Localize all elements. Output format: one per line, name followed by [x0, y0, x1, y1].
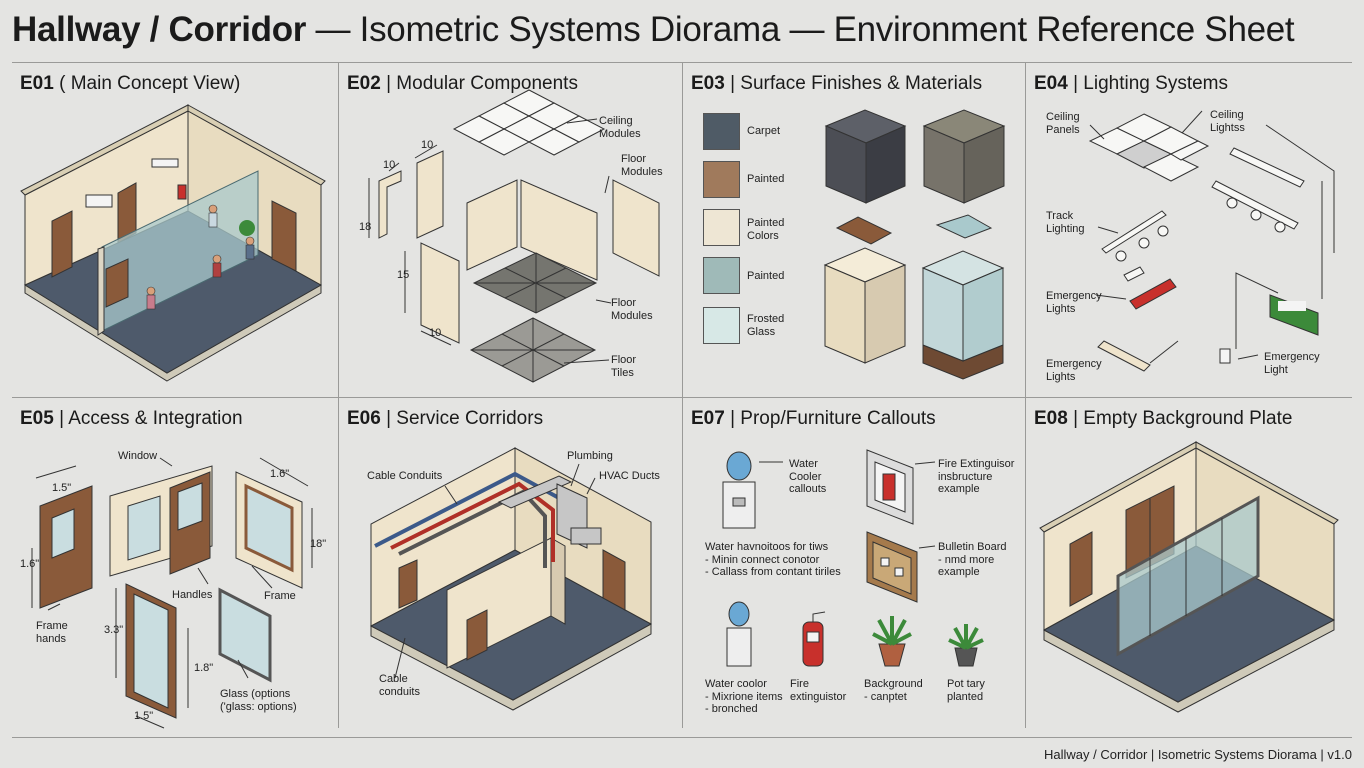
- panel-title: E03 | Surface Finishes & Materials: [691, 73, 983, 94]
- label-background: Background - canptet: [864, 678, 923, 703]
- panel-e03: E03 | Surface Finishes & Materials Carpe…: [683, 63, 1025, 397]
- label-bulletin-board: Bulletin Board - nmd more example: [938, 541, 1007, 578]
- potted-plant-icon: [872, 616, 912, 667]
- modular-components-diagram: [368, 89, 660, 383]
- dimension-label: 18": [310, 538, 327, 550]
- label-handles: Handles: [172, 589, 213, 601]
- label-frame: Frame: [264, 590, 296, 602]
- carpet-swatch: [703, 113, 740, 150]
- label-fire: Fire extinguistor: [790, 678, 847, 703]
- label-water-note: Water havnoitoos for tiws - Minin connec…: [705, 541, 841, 578]
- label-ceiling-panels: Ceiling Panels: [1046, 111, 1080, 136]
- dimension-label: 15: [397, 269, 410, 281]
- dimension-label: 1.8": [194, 662, 214, 674]
- dimension-label: 10: [421, 139, 434, 151]
- dimension-label: 18: [359, 221, 372, 233]
- fire-extinguisher-cabinet-icon: [866, 449, 914, 525]
- lighting-systems-diagram: [1088, 110, 1335, 372]
- label-cable-conduits: Cable conduits: [379, 673, 420, 698]
- label-pot: Pot tary planted: [947, 678, 985, 703]
- panel-e04: E04 | Lighting Systems Ceiling Panels Ce…: [1026, 63, 1352, 397]
- water-cooler-icon: [722, 451, 756, 529]
- divider: [12, 397, 1352, 398]
- divider: [338, 62, 339, 728]
- label-glass-options: Glass (options ('glass: options): [220, 688, 297, 713]
- divider: [12, 62, 1352, 63]
- swatch-label: Frosted Glass: [747, 313, 785, 338]
- access-integration-diagram: [31, 457, 313, 729]
- panel-e06: E06 | Service Corridors Cable Conduits P…: [339, 398, 682, 737]
- dimension-label: 10: [429, 327, 442, 339]
- label-water-coolor: Water coolor - Mixrione items - bronched: [705, 678, 783, 715]
- panel-e07: E07 | Prop/Furniture Callouts: [683, 398, 1025, 737]
- bulletin-board-icon: [866, 531, 918, 603]
- panel-e05: E05 | Access & Integration Window Handle…: [12, 398, 338, 737]
- label-ceiling-lights: Ceiling Lightss: [1210, 109, 1245, 134]
- material-cubes: [823, 109, 1006, 380]
- panel-e08: E08 | Empty Background Plate: [1026, 398, 1352, 737]
- label-ceiling-modules: Ceiling Modules: [599, 115, 641, 140]
- label-floor-tiles: Floor Tiles: [611, 354, 637, 379]
- panel-title: E06 | Service Corridors: [347, 408, 544, 429]
- swatch-label: Painted: [747, 173, 785, 185]
- swatch-label: Painted Colors: [747, 217, 785, 242]
- panel-title: E04 | Lighting Systems: [1034, 73, 1228, 94]
- main-concept-diorama: [20, 104, 326, 382]
- panel-title: E05 | Access & Integration: [20, 408, 243, 429]
- panel-title: E01 ( Main Concept View): [20, 73, 241, 94]
- label-water-cooler: Water Cooler callouts: [789, 458, 827, 495]
- swatch-label: Painted: [747, 270, 785, 282]
- divider: [12, 737, 1352, 738]
- label-track-lighting: Track Lighting: [1046, 210, 1085, 235]
- page-title: Hallway / Corridor — Isometric Systems D…: [12, 10, 1295, 49]
- panel-title: E02 | Modular Components: [347, 73, 578, 94]
- panel-e01: E01 ( Main Concept View): [12, 63, 338, 397]
- panel-e02: E02 | Modular Components Ceiling Modules…: [339, 63, 682, 397]
- panel-title: E07 | Prop/Furniture Callouts: [691, 408, 936, 429]
- label-frame-hands: Frame hands: [36, 620, 68, 645]
- label-emergency-lights: Emergency Lights: [1046, 290, 1102, 315]
- painted-swatch: [703, 257, 740, 294]
- divider: [682, 62, 683, 728]
- fire-extinguisher-icon: [802, 611, 826, 667]
- water-cooler-icon: [726, 601, 752, 667]
- panel-title: E08 | Empty Background Plate: [1034, 408, 1293, 429]
- label-plumbing: Plumbing: [567, 450, 613, 462]
- potted-plant-icon: [948, 624, 984, 667]
- prop-callouts-diagram: [722, 449, 984, 667]
- label-window: Window: [118, 450, 158, 462]
- service-corridors-diagram: [369, 447, 653, 711]
- label-hvac-ducts: HVAC Ducts: [599, 470, 660, 482]
- label-floor-modules: Floor Modules: [621, 153, 663, 178]
- label-cable-conduits: Cable Conduits: [367, 470, 443, 482]
- dimension-label: 1.6": [20, 558, 40, 570]
- empty-background-plate: [1039, 441, 1339, 713]
- dimension-label: 1.5": [52, 482, 72, 494]
- dimension-label: 10: [383, 159, 396, 171]
- divider: [1025, 62, 1026, 728]
- dimension-label: 1.5": [134, 710, 154, 722]
- dimension-label: 1.6": [270, 468, 290, 480]
- label-emergency-lights: Emergency Lights: [1046, 358, 1102, 383]
- frosted-glass-swatch: [703, 307, 740, 344]
- dimension-label: 3.3": [104, 624, 124, 636]
- footer: Hallway / Corridor | Isometric Systems D…: [1044, 747, 1352, 762]
- painted-swatch: [703, 161, 740, 198]
- painted-colors-swatch: [703, 209, 740, 246]
- label-emergency-light: Emergency Light: [1264, 351, 1320, 376]
- label-fire-extinguisher: Fire Extinguisor insbructure example: [938, 458, 1015, 495]
- swatch-label: Carpet: [747, 125, 781, 137]
- label-floor-modules: Floor Modules: [611, 297, 653, 322]
